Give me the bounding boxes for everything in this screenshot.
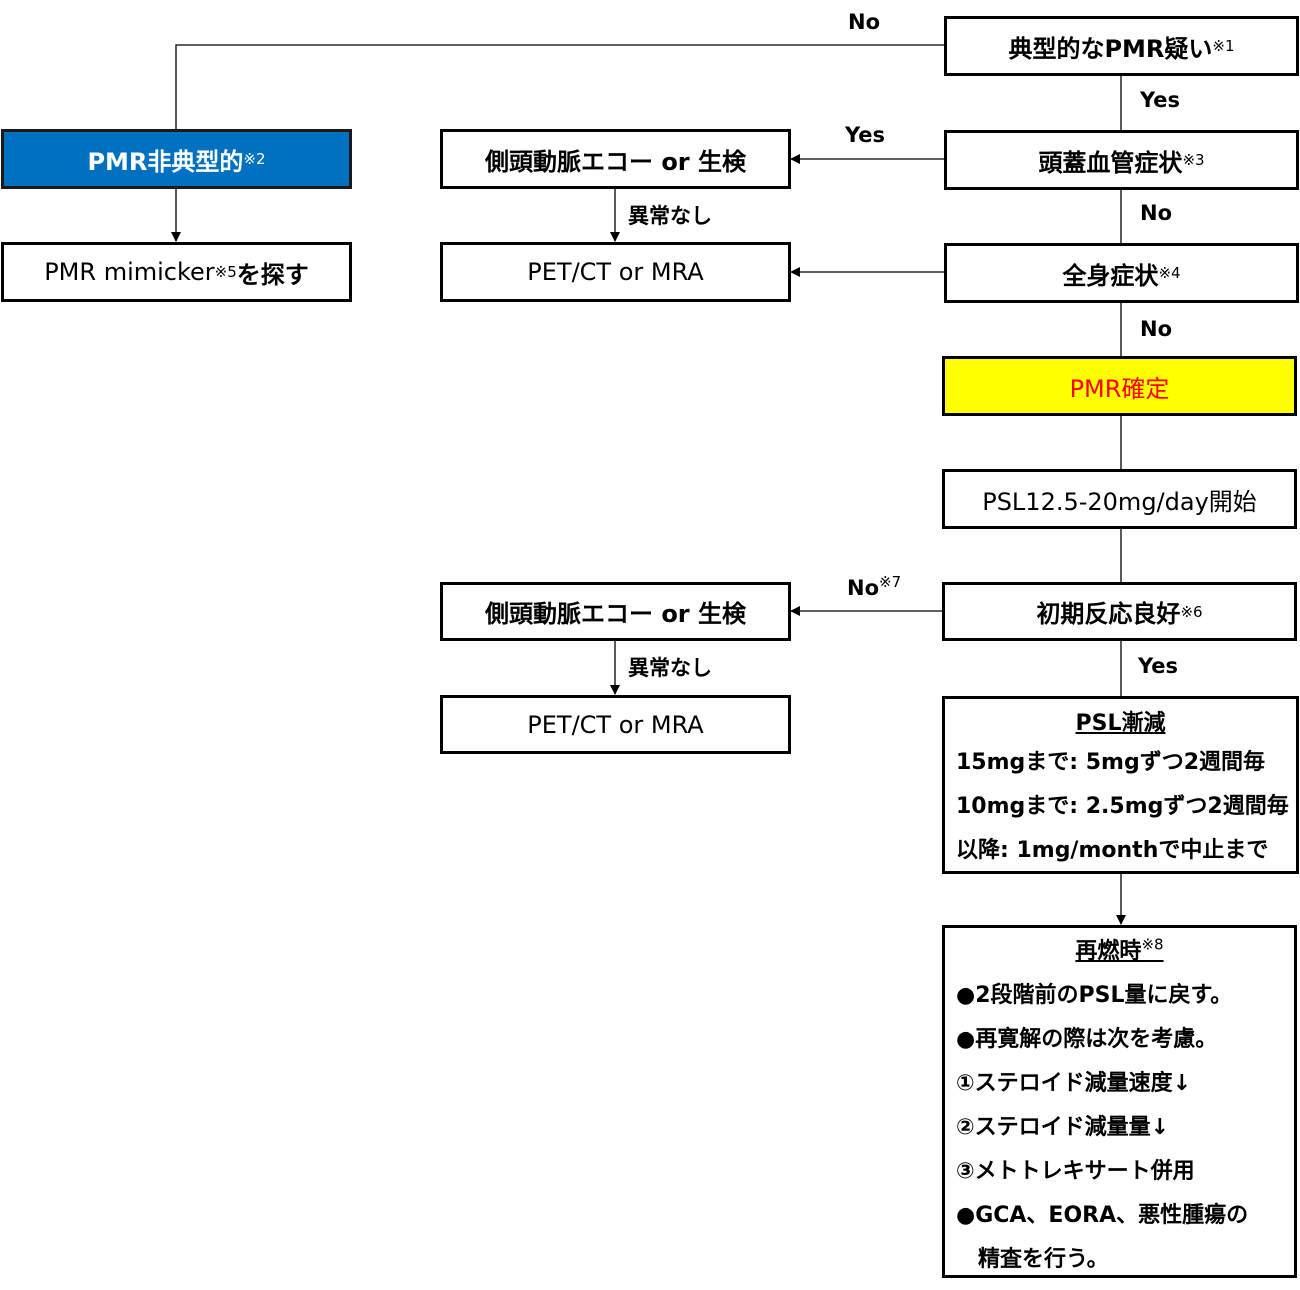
relapse-line: ●再寛解の際は次を考慮。 bbox=[956, 1027, 1218, 1052]
relapse-line: ①ステロイド減量速度↓ bbox=[956, 1071, 1192, 1096]
node-cranial-vascular-symptoms: 頭蓋血管症状※3 bbox=[944, 130, 1299, 190]
node-temporal-artery-echo-1: 側頭動脈エコー or 生検 bbox=[440, 129, 791, 189]
footnote-marker: ※8 bbox=[1141, 935, 1164, 954]
node-petct-mra-1: PET/CT or MRA bbox=[440, 242, 791, 302]
edge-label-yes-initial: Yes bbox=[1138, 654, 1179, 678]
taper-title: PSL漸減 bbox=[1075, 711, 1166, 736]
edge-label-yes-1: Yes bbox=[1140, 88, 1181, 112]
relapse-line: 精査を行う。 bbox=[956, 1247, 1109, 1272]
node-label: 側頭動脈エコー or 生検 bbox=[484, 600, 747, 628]
node-label: 初期反応良好 bbox=[1036, 600, 1181, 628]
node-temporal-artery-echo-2: 側頭動脈エコー or 生検 bbox=[440, 582, 791, 641]
node-pmr-atypical: PMR非典型的※2 bbox=[1, 129, 352, 189]
node-label: 典型的なPMR疑い bbox=[1008, 34, 1213, 63]
node-label: 側頭動脈エコー or 生検 bbox=[484, 147, 747, 176]
node-label-suffix: を探す bbox=[236, 260, 309, 289]
edge-label-no-systemic: No bbox=[1140, 317, 1173, 341]
node-typical-pmr-suspected: 典型的なPMR疑い※1 bbox=[944, 16, 1299, 76]
relapse-line: ③メトトレキサート併用 bbox=[956, 1159, 1195, 1184]
node-relapse: 再燃時※8 ●2段階前のPSL量に戻す。 ●再寛解の際は次を考慮。 ①ステロイド… bbox=[942, 925, 1297, 1278]
node-label: 全身症状 bbox=[1062, 261, 1159, 290]
node-systemic-symptoms: 全身症状※4 bbox=[944, 243, 1299, 303]
edge-label-no-top: No bbox=[848, 10, 881, 34]
node-psl-taper: PSL漸減 15mgまで: 5mgずつ2週間毎 10mgまで: 2.5mgずつ2… bbox=[942, 696, 1299, 874]
taper-line: 15mgまで: 5mgずつ2週間毎 bbox=[956, 750, 1266, 775]
node-initial-response-good: 初期反応良好※6 bbox=[942, 582, 1297, 641]
node-psl-start: PSL12.5-20mg/day開始 bbox=[942, 469, 1297, 529]
edge-label-yes-cranial: Yes bbox=[845, 123, 886, 147]
node-label: PMR非典型的 bbox=[87, 147, 244, 176]
taper-line: 以降: 1mg/monthで中止まで bbox=[956, 838, 1269, 863]
node-label: PET/CT or MRA bbox=[527, 258, 704, 286]
relapse-line: ●GCA、EORA、悪性腫瘍の bbox=[956, 1203, 1249, 1228]
taper-line: 10mgまで: 2.5mgずつ2週間毎 bbox=[956, 794, 1289, 819]
relapse-title-text: 再燃時 bbox=[1075, 939, 1142, 964]
relapse-title: 再燃時※8 bbox=[956, 936, 1283, 968]
edge-label-no-initial: No※7 bbox=[847, 573, 902, 601]
edge-suspect-to-atypical bbox=[175, 44, 945, 129]
edge-label-no-cranial: No bbox=[1140, 201, 1173, 225]
node-label: PMR mimicker bbox=[44, 258, 215, 286]
edge-label-abnormal-none-1: 異常なし bbox=[628, 204, 712, 228]
relapse-line: ●2段階前のPSL量に戻す。 bbox=[956, 983, 1233, 1008]
edge-label-abnormal-none-2: 異常なし bbox=[628, 656, 712, 680]
node-label: 頭蓋血管症状 bbox=[1038, 148, 1183, 177]
node-pmr-confirmed: PMR確定 bbox=[942, 356, 1297, 416]
node-label: PMR確定 bbox=[1069, 374, 1170, 403]
footnote-marker: ※7 bbox=[879, 573, 902, 591]
node-petct-mra-2: PET/CT or MRA bbox=[440, 695, 791, 754]
relapse-line: ②ステロイド減量量↓ bbox=[956, 1115, 1170, 1140]
node-label: PSL12.5-20mg/day開始 bbox=[982, 487, 1257, 516]
node-label: PET/CT or MRA bbox=[527, 710, 704, 739]
edge-label-text: No bbox=[847, 576, 880, 600]
